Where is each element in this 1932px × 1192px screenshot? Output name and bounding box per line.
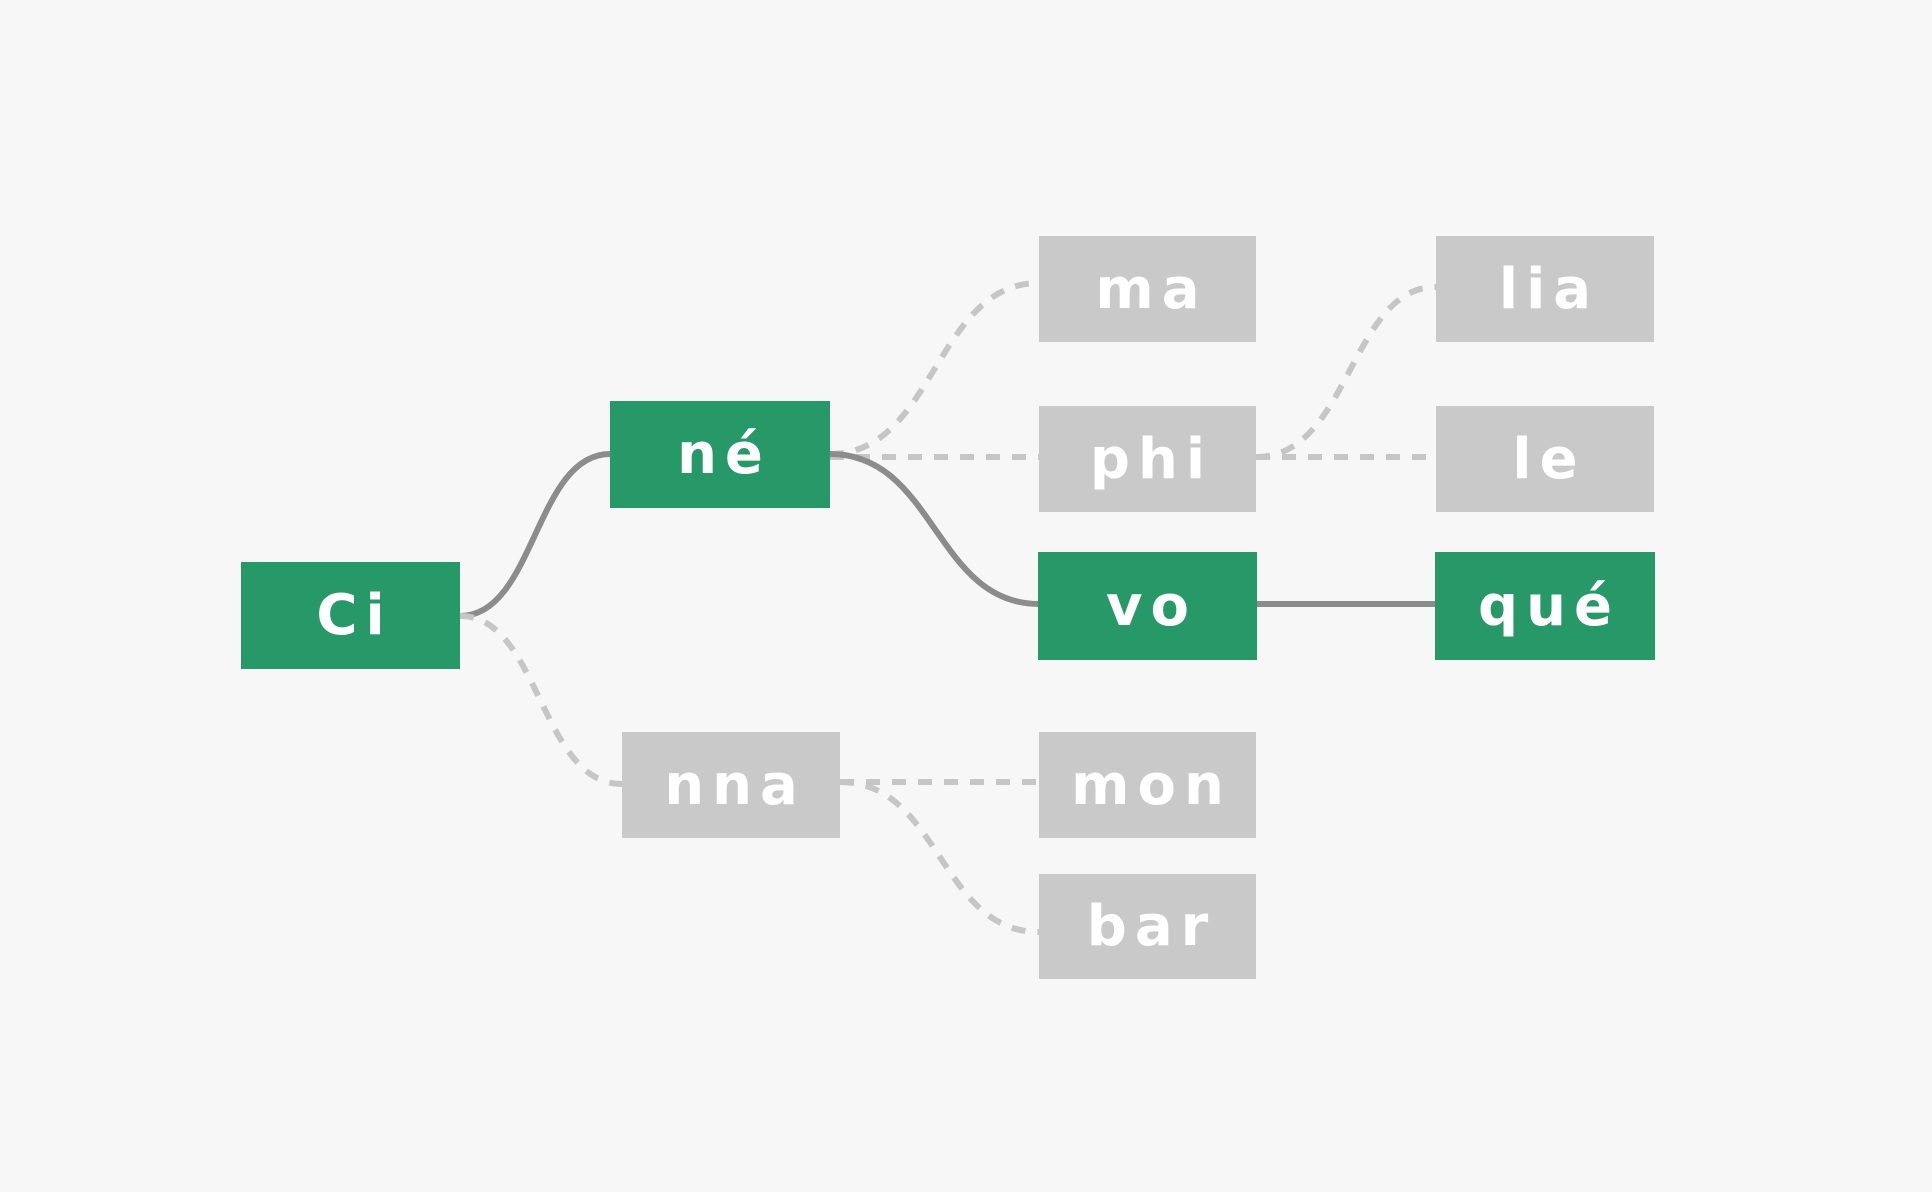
- node-phi-label: phi: [1089, 426, 1214, 492]
- node-nna[interactable]: nna: [622, 732, 840, 838]
- node-mon[interactable]: mon: [1039, 732, 1256, 838]
- edge-ci-ne: [457, 451, 613, 619]
- node-bar[interactable]: bar: [1039, 874, 1256, 979]
- node-bar-label: bar: [1086, 894, 1217, 959]
- node-le-label: le: [1512, 426, 1586, 492]
- node-vo[interactable]: vo: [1038, 552, 1257, 660]
- node-phi[interactable]: phi: [1039, 406, 1256, 512]
- edge-ne-vo: [827, 451, 1042, 607]
- node-vo-label: vo: [1106, 573, 1197, 639]
- edge-phi-lia: [1255, 284, 1437, 460]
- node-ne[interactable]: né: [610, 401, 830, 508]
- edge-ci-nna: [459, 613, 623, 787]
- node-ma[interactable]: ma: [1039, 236, 1256, 342]
- node-lia-label: lia: [1498, 256, 1600, 322]
- node-ci-label: Ci: [316, 583, 393, 648]
- node-que-label: qué: [1478, 573, 1620, 639]
- node-que[interactable]: qué: [1435, 552, 1655, 660]
- edge-ne-ma: [829, 280, 1040, 457]
- edge-nna-bar: [839, 779, 1040, 935]
- node-le[interactable]: le: [1436, 406, 1654, 512]
- node-ma-label: ma: [1095, 256, 1208, 322]
- node-nna-label: nna: [664, 752, 806, 818]
- node-ne-label: né: [677, 422, 771, 487]
- node-mon-label: mon: [1071, 752, 1232, 818]
- node-lia[interactable]: lia: [1436, 236, 1654, 342]
- node-ci[interactable]: Ci: [241, 562, 460, 669]
